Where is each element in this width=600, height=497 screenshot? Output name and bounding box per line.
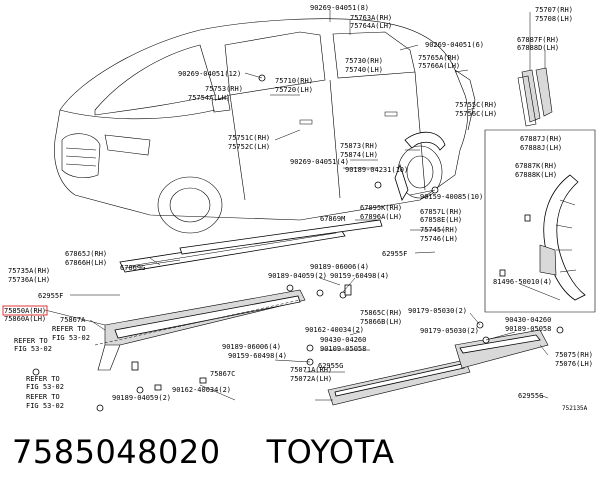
caption: 7585048020 TOYOTA	[12, 433, 592, 481]
callout: 90189-04231(10)	[345, 166, 408, 174]
callout: 75736A(LH)	[8, 276, 50, 284]
callout: 75751C(RH)	[228, 134, 270, 142]
callout: 75071A(RH)	[290, 366, 332, 374]
callout: 90109-05058	[320, 345, 366, 353]
callout: 75860A(LH)	[4, 315, 46, 323]
callout: 75850A(RH)	[4, 307, 46, 315]
callout: 75753(RH)	[205, 85, 243, 93]
callout: 90159-60498(4)	[228, 352, 287, 360]
callout: 90179-05030(2)	[420, 327, 479, 335]
callout: 75765A(RH)	[418, 54, 460, 62]
callout: 75764A(LH)	[350, 22, 392, 30]
callout: 75735A(RH)	[8, 267, 50, 275]
callout: 75756C(LH)	[455, 110, 497, 118]
callout: 67888J(LH)	[520, 144, 562, 152]
callout: 90189-06006(4)	[310, 263, 369, 271]
callout: 67895K(RH)	[360, 204, 402, 212]
callout: 75745(RH)	[420, 226, 458, 234]
callout: 75874(LH)	[340, 151, 378, 159]
callout: FIG 53-02	[26, 383, 64, 391]
callout: 67887J(RH)	[520, 135, 562, 143]
callout: 62955G	[518, 392, 543, 400]
callout: 75730(RH)	[345, 57, 383, 65]
brand-name: TOYOTA	[266, 433, 395, 471]
highlight-box	[2, 305, 48, 316]
callout: 62955F	[382, 250, 407, 258]
callout: 75710(RH)	[275, 77, 313, 85]
callout: 90162-40034(2)	[305, 326, 364, 334]
callout-labels: 90269-04051(8) 75763A(RH) 75764A(LH) 757…	[4, 4, 593, 412]
callout: 75752C(LH)	[228, 143, 270, 151]
callout: 75763A(RH)	[350, 14, 392, 22]
figure-id: 752135A	[562, 405, 588, 412]
callout: 67887K(RH)	[515, 162, 557, 170]
rear-quarter-mouldings	[517, 67, 553, 127]
callout: 75873(RH)	[340, 142, 378, 150]
callout: 75740(LH)	[345, 66, 383, 74]
callout: 90430-04260	[320, 336, 366, 344]
callout: 90162-40034(2)	[172, 386, 231, 394]
callout: 67857L(RH)	[420, 208, 462, 216]
callout: 90189-06006(4)	[222, 343, 281, 351]
callout: 75746(LH)	[420, 235, 458, 243]
callout: 75072A(LH)	[290, 375, 332, 383]
callout: 75865C(RH)	[360, 309, 402, 317]
callout: 90269-04051(12)	[178, 70, 241, 78]
rear-lower-mouldings	[327, 329, 549, 406]
callout: 75755C(RH)	[455, 101, 497, 109]
callout: 75866B(LH)	[360, 318, 402, 326]
callout: 75075(RH)	[555, 351, 593, 359]
callout: 90189-05058	[505, 325, 551, 333]
callout: 90159-60498(4)	[330, 272, 389, 280]
callout: 81496-50010(4)	[493, 278, 552, 286]
callout: 90269-04051(4)	[290, 158, 349, 166]
rocker-mouldings	[94, 219, 383, 371]
callout: 75867A	[60, 316, 86, 324]
vehicle-outline	[54, 18, 476, 234]
part-number: 7585048020	[12, 433, 221, 471]
callout: FIG 53-02	[14, 345, 52, 353]
callout: REFER TO	[52, 325, 86, 333]
callout: 67869G	[120, 264, 145, 272]
wheel-arch-detail	[484, 129, 596, 313]
callout: 67869M	[320, 215, 345, 223]
callout: 90269-04051(6)	[425, 41, 484, 49]
callout: 75707(RH)	[535, 6, 573, 14]
callout: 75076(LH)	[555, 360, 593, 368]
callout: 67896A(LH)	[360, 213, 402, 221]
callout: 90189-04059(2)	[268, 272, 327, 280]
callout: 90189-04059(2)	[112, 394, 171, 402]
callout: 67887F(RH)	[517, 36, 559, 44]
callout: REFER TO	[14, 337, 48, 345]
fender-arch-moulding	[394, 131, 446, 201]
callout: 75708(LH)	[535, 15, 573, 23]
leader-lines	[44, 10, 561, 401]
callout: 67865J(RH)	[65, 250, 107, 258]
callout: 75766A(LH)	[418, 62, 460, 70]
callout: 62955G	[318, 362, 343, 370]
callout: 90159-40085(10)	[420, 193, 483, 201]
callout: FIG 53-02	[26, 402, 64, 410]
callout: REFER TO	[26, 375, 60, 383]
callout: 75754A(LH)	[188, 94, 230, 102]
parts-diagram: 90269-04051(8) 75763A(RH) 75764A(LH) 757…	[2, 4, 596, 412]
callout: 67866H(LH)	[65, 259, 107, 267]
callout: 90269-04051(8)	[310, 4, 369, 12]
callout: 62955F	[38, 292, 63, 300]
callout: FIG 53-02	[52, 334, 90, 342]
callout: 90179-05030(2)	[408, 307, 467, 315]
callout: REFER TO	[26, 393, 60, 401]
callout: 67858E(LH)	[420, 216, 462, 224]
fastener-icons	[32, 74, 564, 412]
callout: 75720(LH)	[275, 86, 313, 94]
callout: 75867C	[210, 370, 235, 378]
callout: 67888D(LH)	[517, 44, 559, 52]
callout: 90430-04260	[505, 316, 551, 324]
callout: 67888K(LH)	[515, 171, 557, 179]
